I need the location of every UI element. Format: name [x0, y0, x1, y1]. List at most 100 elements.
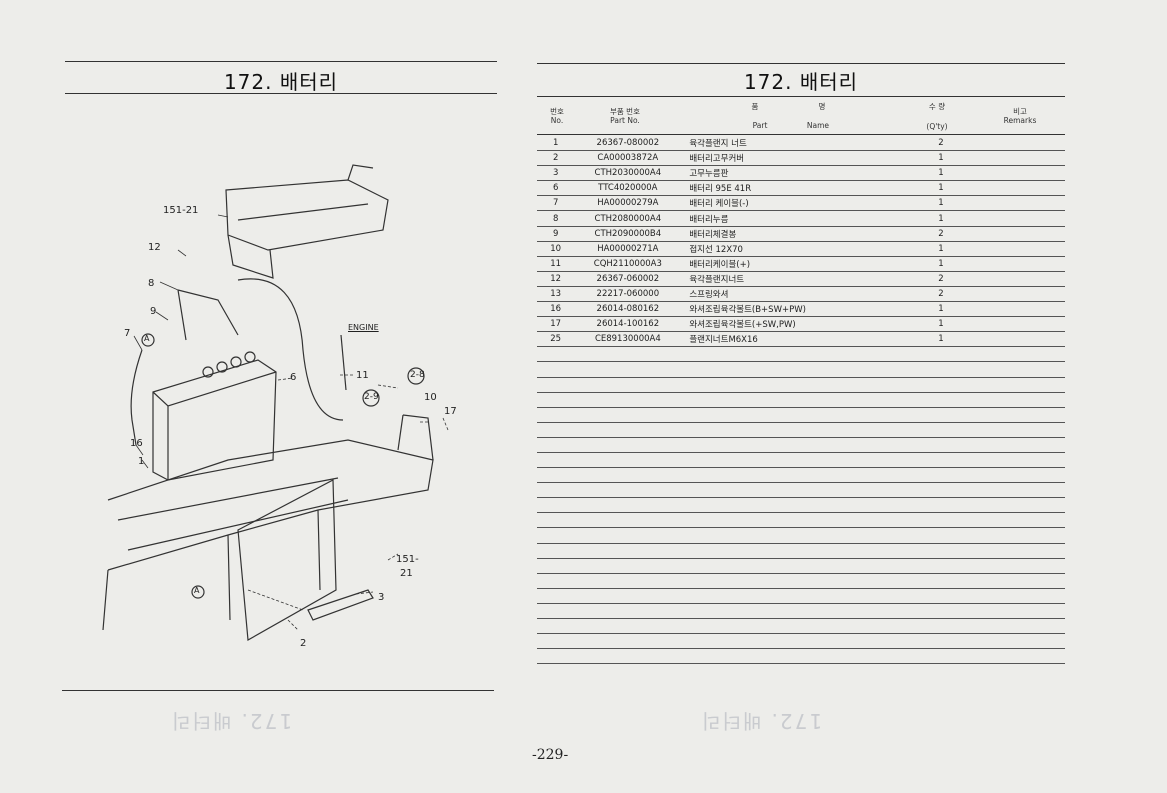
cell-empty [574, 512, 682, 529]
cell-empty [537, 377, 575, 393]
cell-empty [574, 648, 682, 665]
cell-no: 3 [537, 165, 575, 182]
cell-empty [681, 558, 898, 574]
table-row-empty [537, 407, 1065, 423]
cell-part: CQH2110000A3 [574, 256, 682, 272]
cell-empty [897, 422, 985, 438]
cell-qty: 1 [897, 195, 985, 212]
cell-empty [897, 377, 985, 393]
header-no-en: No. [550, 116, 564, 125]
table-row-empty [537, 392, 1065, 408]
cell-remarks [984, 210, 1065, 227]
table-row-empty [537, 558, 1065, 574]
cell-part: CTH2090000B4 [574, 226, 682, 242]
cell-empty [574, 377, 682, 393]
cell-empty [984, 377, 1065, 393]
table-row-empty [537, 543, 1065, 559]
right-ghost-bleed: 172. 배터리 [700, 709, 823, 733]
cell-empty [984, 618, 1065, 635]
callout-2-8: 2-8 [410, 370, 425, 380]
cell-empty [984, 527, 1065, 544]
callout-engine: ENGINE [348, 323, 379, 332]
cell-qty: 2 [897, 271, 985, 287]
cell-empty [897, 361, 985, 378]
cell-empty [984, 422, 1065, 438]
cell-empty [537, 497, 575, 514]
cell-empty [681, 407, 898, 423]
cell-empty [537, 648, 575, 665]
header-no-ko: 번호 [550, 107, 564, 116]
cell-empty [681, 603, 898, 620]
cell-part: CTH2080000A4 [574, 210, 682, 227]
cell-remarks [984, 136, 1065, 152]
cell-empty [681, 543, 898, 559]
callout-A-lower: A [194, 586, 200, 595]
cell-no: 8 [537, 210, 575, 227]
cell-empty [897, 467, 985, 484]
table-row-empty [537, 512, 1065, 529]
cell-empty [984, 392, 1065, 408]
cell-remarks [984, 150, 1065, 167]
table-row-empty [537, 346, 1065, 363]
cell-empty [984, 361, 1065, 378]
cell-name: 배터리체결봉 [681, 226, 898, 242]
cell-no: 17 [537, 316, 575, 333]
cell-empty [897, 558, 985, 574]
header-qty-en: (Q'ty) [926, 122, 948, 131]
cell-empty [681, 618, 898, 635]
cell-name: 배터리 케이블(-) [681, 195, 898, 212]
cell-empty [984, 497, 1065, 514]
cell-empty [574, 361, 682, 378]
cell-empty [897, 573, 985, 589]
cell-part: 26014-100162 [574, 316, 682, 333]
callout-2-9: 2-9 [364, 392, 379, 402]
cell-empty [984, 407, 1065, 423]
battery-exploded-diagram: 151-21 12 8 9 7 A 16 1 6 11 ENGINE 2-8 2… [98, 160, 478, 670]
cell-empty [681, 452, 898, 469]
cell-empty [574, 618, 682, 635]
cell-empty [897, 543, 985, 559]
cell-remarks [984, 316, 1065, 333]
cell-remarks [984, 286, 1065, 303]
table-row-empty [537, 377, 1065, 393]
cell-empty [681, 527, 898, 544]
cell-no: 7 [537, 195, 575, 212]
cell-part: HA00000271A [574, 241, 682, 257]
cell-empty [574, 633, 682, 650]
cell-empty [537, 603, 575, 620]
header-name-ko-1: 품 [751, 102, 759, 111]
cell-empty [897, 603, 985, 620]
cell-part: HA00000279A [574, 195, 682, 212]
cell-empty [984, 482, 1065, 499]
left-bottom-rule [62, 690, 494, 691]
cell-empty [897, 512, 985, 529]
right-title-underline [537, 96, 1065, 97]
cell-empty [897, 392, 985, 408]
cell-part: 26367-060002 [574, 271, 682, 287]
header-part-en: Part No. [610, 116, 640, 125]
cell-empty [537, 452, 575, 469]
cell-empty [574, 558, 682, 574]
cell-empty [681, 392, 898, 408]
cell-empty [984, 558, 1065, 574]
cell-empty [984, 543, 1065, 559]
cell-empty [897, 648, 985, 665]
table-row-empty [537, 482, 1065, 499]
cell-empty [537, 573, 575, 589]
callout-151: 151- [396, 554, 419, 565]
cell-empty [574, 497, 682, 514]
cell-empty [681, 648, 898, 665]
cell-empty [681, 437, 898, 453]
cell-empty [537, 482, 575, 499]
header-name-ko-2: 명 [818, 102, 826, 111]
cell-qty: 2 [897, 226, 985, 242]
header-bottom-rule [537, 134, 1065, 135]
cell-name: 배터리고무커버 [681, 150, 898, 167]
cell-empty [897, 452, 985, 469]
cell-qty: 2 [897, 286, 985, 303]
